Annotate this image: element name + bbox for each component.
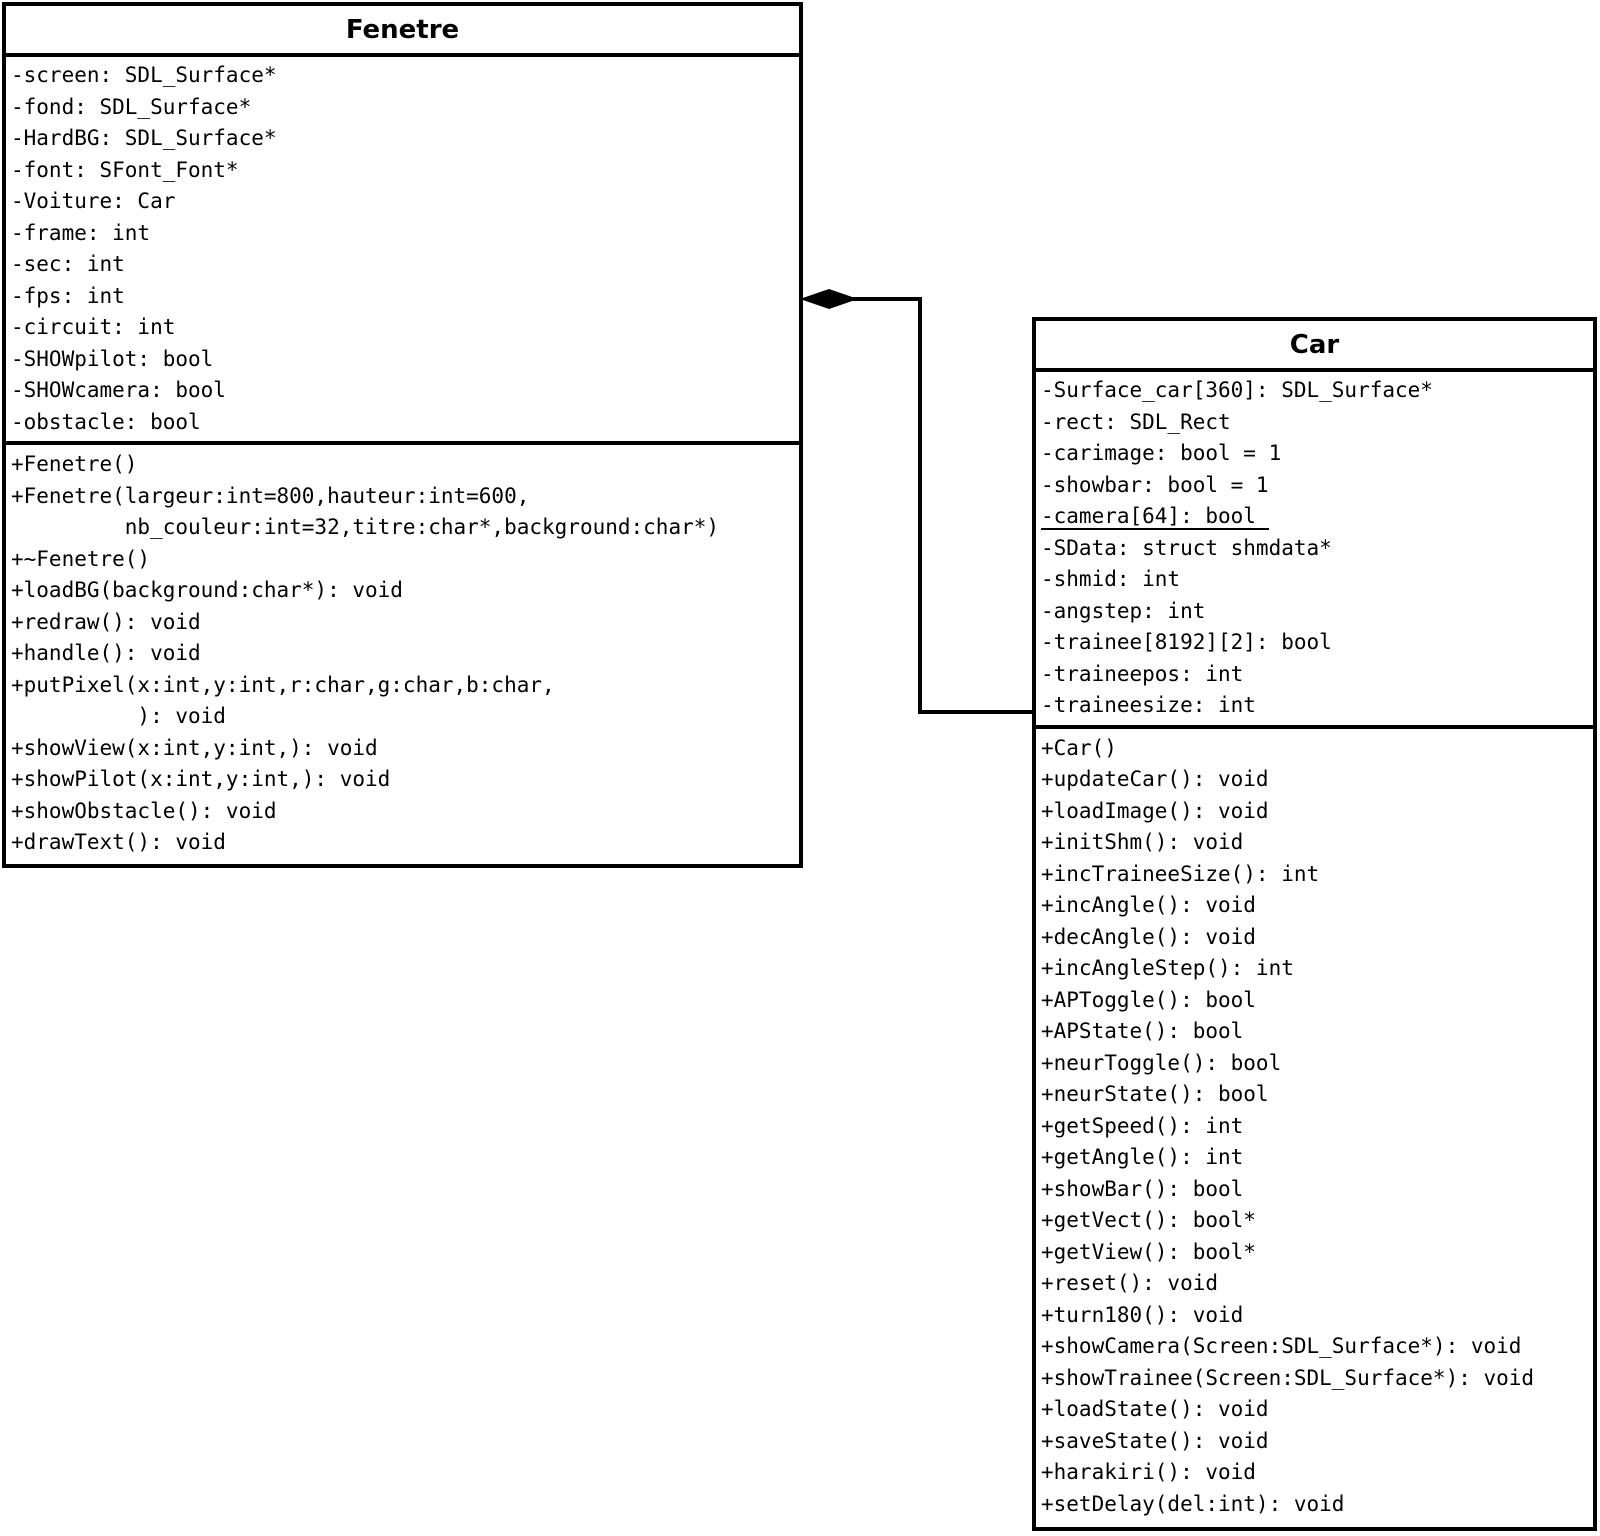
car-attribute: -carimage: bool = 1 [1041, 441, 1282, 465]
fenetre-attribute: -circuit: int [11, 315, 176, 339]
car-attributes-compartment: -Surface_car[360]: SDL_Surface* -rect: SD… [1036, 372, 1593, 729]
class-box-fenetre: Fenetre -screen: SDL_Surface* -fond: SDL_… [2, 2, 803, 868]
car-method: +decAngle(): void [1041, 924, 1256, 949]
car-method: +turn180(): void [1041, 1302, 1244, 1327]
car-method: +Car() [1041, 735, 1117, 760]
fenetre-attribute: -sec: int [11, 252, 125, 276]
car-attribute: -trainee[8192][2]: bool [1041, 630, 1332, 654]
fenetre-attribute: -SHOWcamera: bool [11, 378, 226, 402]
car-attribute: -Surface_car[360]: SDL_Surface* [1041, 378, 1433, 402]
car-method: +getSpeed(): int [1041, 1113, 1244, 1138]
car-method: +loadState(): void [1041, 1397, 1269, 1421]
car-method: +APState(): bool [1041, 1019, 1244, 1043]
car-attribute-static: -camera[64]: bool [1041, 504, 1269, 530]
fenetre-method: +handle(): void [11, 641, 201, 665]
fenetre-method: +putPixel(x:int,y:int,r:char,g:char,b:ch… [11, 672, 555, 697]
car-method: +showCamera(Screen:SDL_Surface*): void [1041, 1334, 1522, 1358]
fenetre-method: +drawText(): void [11, 830, 226, 854]
class-box-car: Car -Surface_car[360]: SDL_Surface* -rect… [1032, 317, 1597, 1531]
fenetre-attribute: -fond: SDL_Surface* [11, 94, 252, 119]
fenetre-method: +Fenetre(largeur:int=800,hauteur:int=600… [11, 483, 530, 508]
car-method: +showTrainee(Screen:SDL_Surface*): void [1041, 1365, 1535, 1390]
car-method: +neurState(): bool [1041, 1082, 1269, 1106]
car-method: +incTraineeSize(): int [1041, 861, 1320, 886]
car-methods-compartment: +Car() +updateCar(): void +loadImage(): vo… [1036, 729, 1593, 1528]
car-attribute: -camera[64]: bool [1041, 501, 1589, 533]
car-method: +incAngleStep(): int [1041, 956, 1294, 980]
class-title-fenetre: Fenetre [6, 6, 799, 57]
car-method: +getAngle(): int [1041, 1145, 1244, 1169]
fenetre-attributes-compartment: -screen: SDL_Surface* -fond: SDL_Surface*… [6, 57, 799, 445]
fenetre-attribute: -obstacle: bool [11, 409, 201, 434]
fenetre-attribute: -screen: SDL_Surface* [11, 63, 277, 87]
composition-diamond-icon [799, 288, 859, 310]
car-method: +neurToggle(): bool [1041, 1050, 1282, 1075]
fenetre-method: +showPilot(x:int,y:int,): void [11, 767, 391, 791]
car-attribute: -SData: struct shmdata* [1041, 535, 1332, 560]
fenetre-attribute: -HardBG: SDL_Surface* [11, 126, 277, 150]
car-attribute: -traineepos: int [1041, 661, 1244, 686]
fenetre-attribute: -frame: int [11, 220, 151, 245]
fenetre-attribute: -SHOWpilot: bool [11, 346, 214, 371]
car-method: +incAngle(): void [1041, 893, 1256, 917]
car-method: +showBar(): bool [1041, 1176, 1244, 1201]
association-line [850, 297, 1032, 714]
car-method: +APToggle(): bool [1041, 987, 1256, 1012]
class-title-car: Car [1036, 321, 1593, 372]
car-method: +setDelay(del:int): void [1041, 1491, 1345, 1516]
car-attribute: -angstep: int [1041, 598, 1206, 623]
fenetre-method: +loadBG(background:char*): void [11, 578, 403, 602]
car-method: +getVect(): bool* [1041, 1208, 1256, 1232]
fenetre-method: ): void [11, 704, 226, 728]
fenetre-method: +showView(x:int,y:int,): void [11, 735, 378, 760]
fenetre-attribute: -font: SFont_Font* [11, 157, 239, 182]
car-attribute: -traineesize: int [1041, 693, 1256, 717]
car-method: +updateCar(): void [1041, 767, 1269, 791]
car-method: +harakiri(): void [1041, 1460, 1256, 1484]
fenetre-attribute: -fps: int [11, 283, 125, 308]
fenetre-method: +Fenetre() [11, 452, 138, 476]
fenetre-method: nb_couleur:int=32,titre:char*,background… [11, 515, 720, 539]
car-method: +reset(): void [1041, 1271, 1219, 1295]
car-method: +saveState(): void [1041, 1428, 1269, 1453]
car-method: +loadImage(): void [1041, 798, 1269, 823]
fenetre-method: +~Fenetre() [11, 546, 151, 571]
car-attribute: -showbar: bool = 1 [1041, 472, 1269, 497]
car-method: +getView(): bool* [1041, 1239, 1256, 1264]
fenetre-attribute: -Voiture: Car [11, 189, 176, 213]
fenetre-methods-compartment: +Fenetre() +Fenetre(largeur:int=800,haute… [6, 445, 799, 864]
fenetre-method: +showObstacle(): void [11, 798, 277, 823]
car-attribute: -shmid: int [1041, 567, 1181, 591]
fenetre-method: +redraw(): void [11, 609, 201, 634]
car-method: +initShm(): void [1041, 830, 1244, 854]
car-attribute: -rect: SDL_Rect [1041, 409, 1231, 434]
